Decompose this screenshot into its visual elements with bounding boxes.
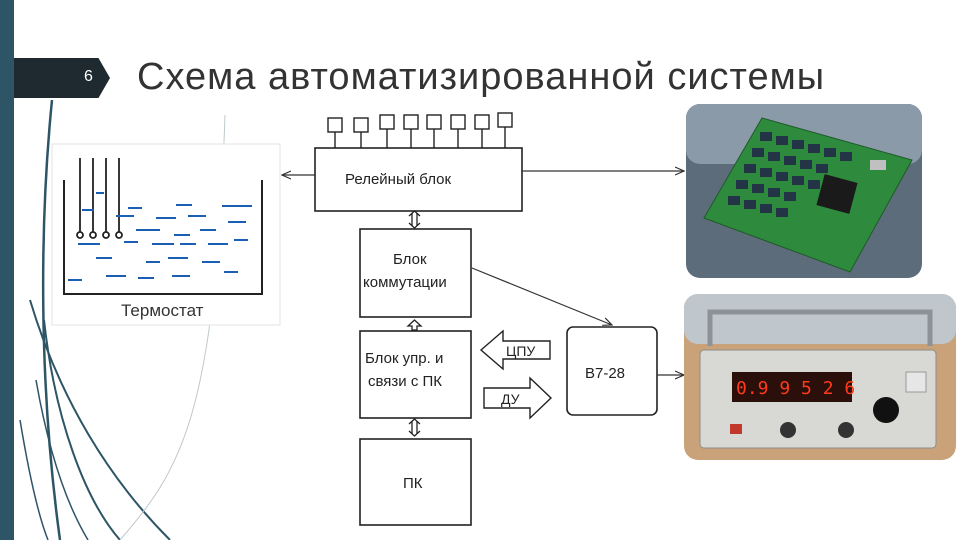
relay-block: Релейный блок — [314, 147, 523, 212]
slide-left-strip — [0, 0, 14, 540]
control-label-line1: Блок упр. и — [365, 350, 443, 367]
thermostat-label: Термостат — [121, 301, 204, 320]
double-arrow-2 — [406, 319, 423, 331]
device-display-reading: 0.9 9 5 2 6 — [736, 378, 855, 399]
connection-lines — [282, 171, 684, 375]
relay-board-photo — [686, 104, 922, 278]
du-arrow: ДУ — [483, 376, 553, 420]
control-label-line2: связи с ПК — [368, 373, 442, 390]
relay-block-label: Релейный блок — [345, 171, 451, 188]
commutation-label-line1: Блок — [393, 251, 427, 268]
double-arrow-1 — [408, 210, 421, 229]
slide-number: 6 — [84, 68, 93, 85]
slide-number-badge: 6 — [14, 58, 110, 98]
du-arrow-label: ДУ — [501, 391, 520, 407]
thermostat-liquid-dashes — [68, 192, 252, 281]
commutation-label-line2: коммутации — [363, 274, 447, 291]
cpu-arrow-label: ЦПУ — [506, 343, 535, 359]
pc-block: ПК — [359, 438, 472, 526]
slide-title: Схема автоматизированной системы — [137, 56, 826, 98]
relay-outputs — [327, 112, 513, 148]
double-arrow-3 — [408, 418, 421, 437]
thermostat-diagram: Термостат — [51, 143, 281, 326]
meter-block-label: В7-28 — [585, 365, 625, 382]
control-block: Блок упр. и связи с ПК — [359, 330, 472, 419]
meter-block: В7-28 — [566, 326, 658, 416]
meter-device-photo: 0.9 9 5 2 6 — [684, 294, 956, 460]
commutation-block: Блок коммутации — [359, 228, 472, 318]
cpu-arrow: ЦПУ — [479, 329, 551, 371]
pc-block-label: ПК — [403, 475, 423, 492]
